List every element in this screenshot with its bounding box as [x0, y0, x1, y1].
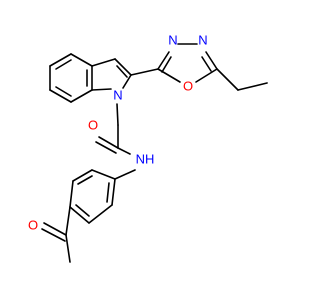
- oxadiazole-nitrogen-right-label: N: [198, 33, 207, 48]
- bond: [65, 206, 71, 236]
- bond: [117, 147, 131, 155]
- bond: [41, 228, 66, 242]
- bond: [70, 53, 93, 67]
- oxadiazole-oxygen-label: O: [183, 79, 193, 94]
- bond: [55, 86, 72, 97]
- bond: [205, 51, 218, 70]
- bond: [55, 59, 72, 70]
- bond: [43, 222, 67, 236]
- bond: [106, 182, 110, 203]
- bond: [69, 180, 74, 208]
- bond: [116, 65, 128, 78]
- amide-nh-label: NH: [136, 152, 155, 167]
- bond: [157, 68, 181, 83]
- bond: [114, 58, 132, 76]
- bond: [91, 88, 112, 91]
- oxadiazole-nitrogen-left-label: N: [168, 33, 177, 48]
- bond: [49, 89, 72, 103]
- bond: [77, 175, 93, 185]
- bond: [49, 53, 72, 67]
- indole-nitrogen-label: N: [113, 88, 122, 103]
- bond: [65, 234, 71, 263]
- bond: [130, 68, 159, 76]
- bond: [91, 169, 116, 180]
- bond: [111, 178, 116, 206]
- molecule-structure-diagram: N N N O O NH O: [28, 33, 268, 263]
- bond: [157, 51, 170, 70]
- bond: [116, 103, 119, 126]
- bond: [88, 204, 113, 224]
- bond: [161, 56, 172, 73]
- bond-layer: [41, 43, 268, 263]
- bond: [69, 206, 90, 224]
- bond: [237, 82, 268, 91]
- bond: [122, 74, 132, 89]
- bond: [195, 68, 218, 83]
- bond: [201, 56, 212, 72]
- bond: [95, 141, 117, 154]
- bond: [114, 169, 136, 180]
- bond: [70, 89, 93, 103]
- bond: [91, 58, 116, 67]
- bond: [72, 169, 93, 182]
- bond: [98, 136, 119, 149]
- bond: [216, 68, 239, 91]
- ketone-oxygen-label: O: [28, 218, 38, 233]
- atom-label-layer: N N N O O NH O: [28, 33, 208, 233]
- amide-oxygen-label: O: [88, 118, 98, 133]
- bond: [75, 204, 90, 217]
